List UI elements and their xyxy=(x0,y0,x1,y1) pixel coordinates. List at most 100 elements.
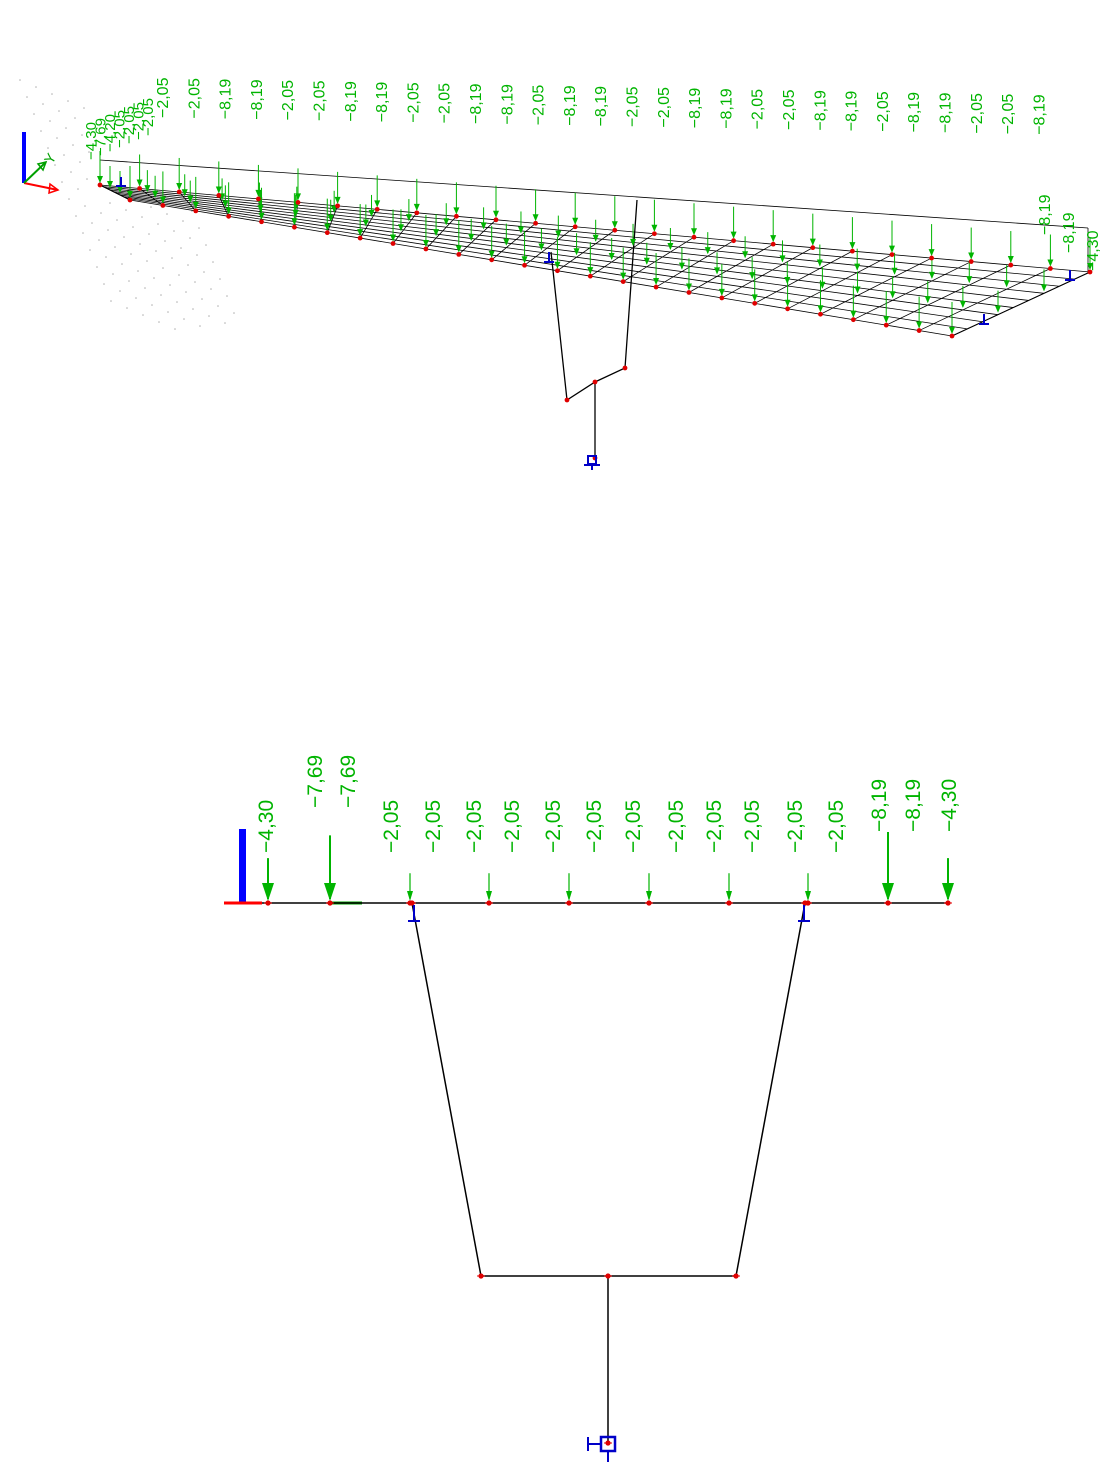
load-arrow xyxy=(324,835,336,901)
load-value-label: −2,05 xyxy=(825,800,848,853)
node-point[interactable] xyxy=(652,231,657,237)
node-point[interactable] xyxy=(884,900,892,906)
node-point[interactable] xyxy=(620,279,626,284)
node-point[interactable] xyxy=(295,200,301,205)
node-point[interactable] xyxy=(916,328,922,333)
load-arrow xyxy=(854,271,861,294)
node-point[interactable] xyxy=(533,220,538,226)
node-point[interactable] xyxy=(408,900,416,906)
load-value-label: −8,19 xyxy=(374,82,391,123)
node-point[interactable] xyxy=(587,273,593,279)
node-point[interactable] xyxy=(127,197,133,203)
node-point[interactable] xyxy=(752,300,758,306)
load-arrow xyxy=(181,174,188,197)
load-value-label: −2,05 xyxy=(1000,94,1017,135)
node-point[interactable] xyxy=(423,246,429,252)
node-point[interactable] xyxy=(259,219,264,225)
node-point[interactable] xyxy=(968,259,974,264)
node-point[interactable] xyxy=(622,365,628,371)
node-point[interactable] xyxy=(883,322,889,328)
node-point[interactable] xyxy=(850,317,856,323)
load-arrow xyxy=(215,161,222,194)
node-point[interactable] xyxy=(944,900,952,906)
node-point[interactable] xyxy=(564,397,570,403)
node-point[interactable] xyxy=(226,213,232,219)
node-point[interactable] xyxy=(1087,269,1093,275)
node-point[interactable] xyxy=(565,900,573,906)
node-point[interactable] xyxy=(732,1273,740,1279)
node-point[interactable] xyxy=(414,210,420,216)
load-arrow xyxy=(222,185,229,208)
load-arrow xyxy=(1047,234,1054,267)
load-arrow xyxy=(357,204,364,237)
load-arrow xyxy=(97,151,103,183)
node-point[interactable] xyxy=(645,900,653,906)
load-arrow xyxy=(554,236,561,269)
node-point[interactable] xyxy=(770,241,776,247)
node-point[interactable] xyxy=(324,230,330,236)
isometric-model-view[interactable]: −4,30−7,69−4,20−2,05−2,05−2,05−2,05−2,05… xyxy=(19,77,1102,470)
node-point[interactable] xyxy=(335,203,340,209)
node-point[interactable] xyxy=(326,900,334,906)
cross-section-view[interactable]: −4,30−7,69−7,69−2,05−2,05−2,05−2,05−2,05… xyxy=(224,755,961,1462)
node-point[interactable] xyxy=(604,1273,612,1279)
load-value-label: −2,05 xyxy=(380,800,403,853)
node-point[interactable] xyxy=(357,235,363,241)
node-point[interactable] xyxy=(818,311,823,317)
load-arrow xyxy=(718,263,725,296)
node-point[interactable] xyxy=(572,224,578,230)
node-point[interactable] xyxy=(653,284,659,290)
load-arrow xyxy=(630,223,637,246)
load-arrow xyxy=(407,873,413,901)
node-point[interactable] xyxy=(193,208,199,214)
node-point[interactable] xyxy=(612,227,618,233)
node-point[interactable] xyxy=(216,193,222,198)
node-point[interactable] xyxy=(719,295,725,301)
load-arrow xyxy=(611,196,618,229)
node-point[interactable] xyxy=(850,248,855,254)
node-point[interactable] xyxy=(1008,262,1014,268)
node-point[interactable] xyxy=(592,379,598,385)
fixed-support-icon xyxy=(587,1435,617,1462)
node-point[interactable] xyxy=(477,1273,485,1279)
node-point[interactable] xyxy=(485,900,493,906)
load-value-label: −7,69 xyxy=(93,118,110,156)
load-value-label: −8,19 xyxy=(468,83,485,124)
node-point[interactable] xyxy=(160,203,166,208)
node-point[interactable] xyxy=(785,306,790,312)
load-value-label: −2,05 xyxy=(665,800,688,853)
node-point[interactable] xyxy=(889,252,895,257)
node-point[interactable] xyxy=(390,241,396,246)
node-point[interactable] xyxy=(929,255,934,261)
node-point[interactable] xyxy=(691,234,697,240)
node-point[interactable] xyxy=(731,238,736,244)
node-point[interactable] xyxy=(801,900,809,906)
load-arrow xyxy=(889,220,895,253)
node-point[interactable] xyxy=(555,268,560,274)
node-point[interactable] xyxy=(137,186,143,191)
node-point[interactable] xyxy=(686,290,692,295)
load-arrow xyxy=(488,225,495,258)
node-point[interactable] xyxy=(725,900,733,906)
load-arrow xyxy=(521,231,528,264)
node-point[interactable] xyxy=(374,206,380,212)
node-point[interactable] xyxy=(1048,266,1053,271)
load-arrow xyxy=(327,199,334,222)
node-point[interactable] xyxy=(256,196,261,202)
support-icon xyxy=(116,177,126,187)
node-point[interactable] xyxy=(292,224,297,230)
node-point[interactable] xyxy=(604,1440,612,1446)
node-point[interactable] xyxy=(949,333,955,339)
fixed-support-icon xyxy=(584,455,600,470)
node-point[interactable] xyxy=(522,262,527,268)
load-value-label: −8,19 xyxy=(906,92,923,133)
load-value-label: −2,05 xyxy=(140,98,157,136)
node-point[interactable] xyxy=(493,217,499,223)
node-point[interactable] xyxy=(456,252,462,257)
node-point[interactable] xyxy=(810,245,816,251)
node-point[interactable] xyxy=(454,213,459,219)
node-point[interactable] xyxy=(264,900,272,906)
node-point[interactable] xyxy=(176,189,182,195)
node-point[interactable] xyxy=(489,257,495,263)
node-point[interactable] xyxy=(97,182,103,188)
